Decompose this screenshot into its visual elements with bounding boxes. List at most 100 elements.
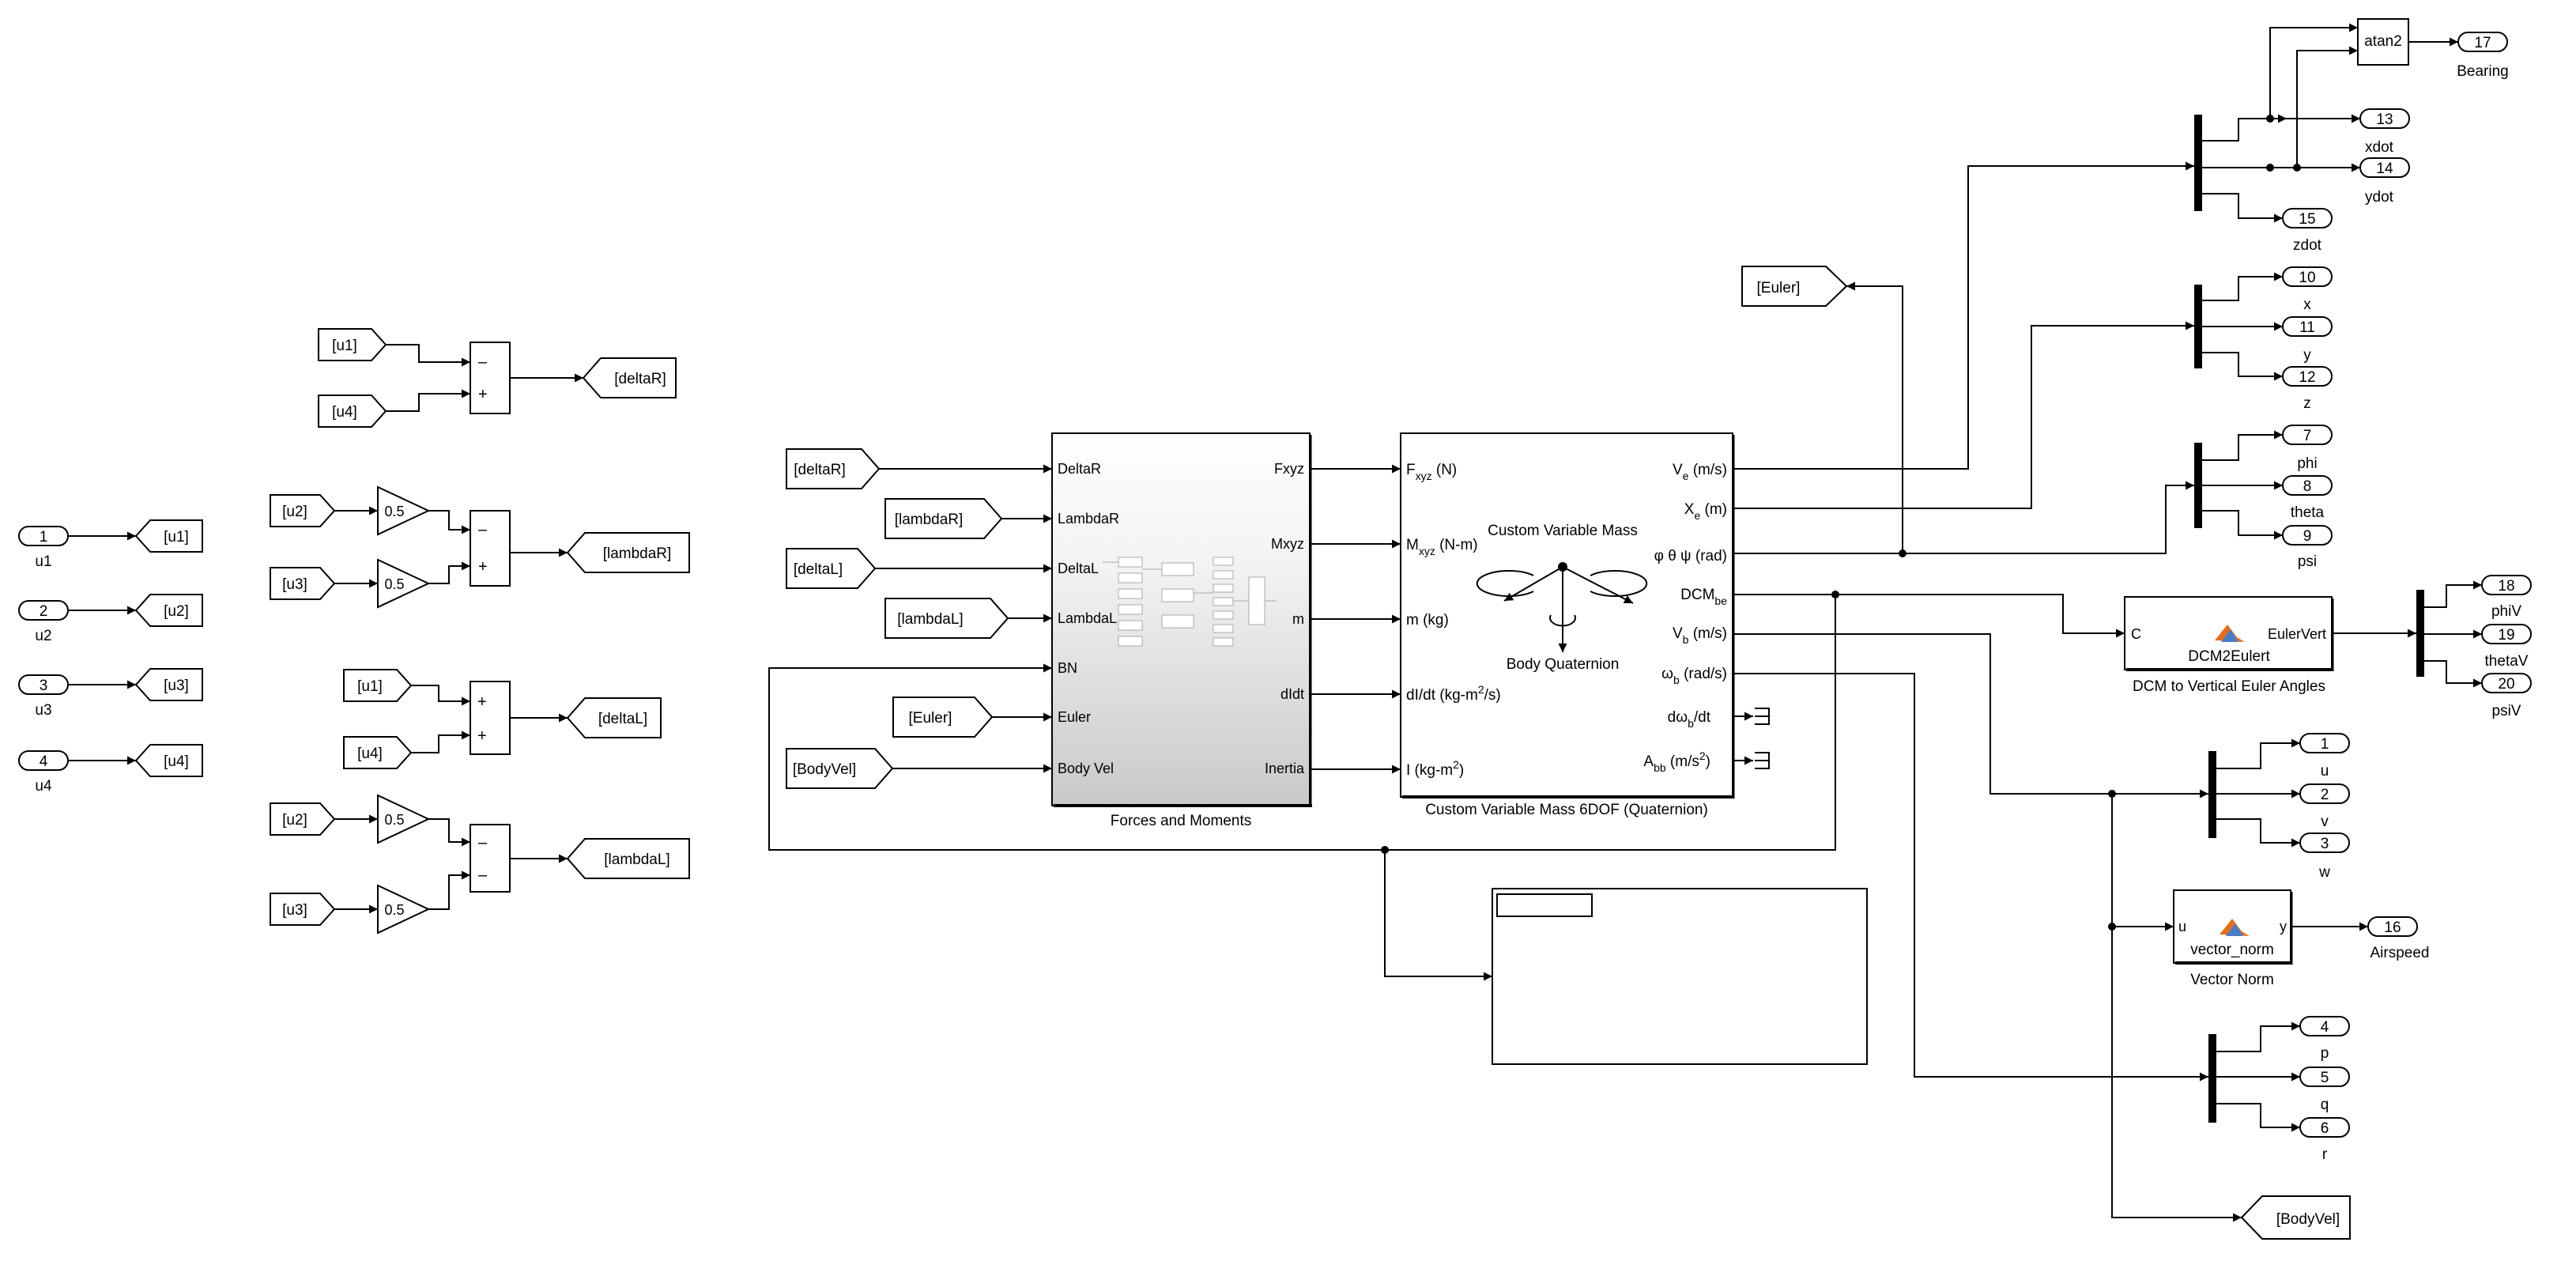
from-u3-b[interactable]: [u3] — [270, 893, 336, 926]
svg-text:2: 2 — [40, 603, 48, 620]
inport-u4[interactable]: 4 u4 — [18, 750, 69, 795]
from-u2-b[interactable]: [u2] — [270, 802, 336, 836]
vector-norm-block[interactable]: u y vector_norm — [2173, 889, 2293, 965]
outport-y[interactable]: 11 y — [2282, 316, 2333, 364]
inport-u3[interactable]: 3 u3 — [18, 674, 69, 719]
outport-w[interactable]: 3 w — [2299, 832, 2350, 881]
outport-phiv[interactable]: 18 phiV — [2481, 575, 2532, 620]
from-u1-b[interactable]: [u1] — [343, 669, 413, 702]
outport-v[interactable]: 2 v — [2299, 783, 2350, 830]
outport-u[interactable]: 1 u — [2299, 733, 2350, 780]
outport-zdot[interactable]: 15 zdot — [2282, 208, 2333, 254]
inport-u1[interactable]: 1 u1 — [18, 526, 69, 570]
svg-text:[deltaR]: [deltaR] — [614, 371, 666, 387]
icon-caption: Body Quaternion — [1507, 656, 1620, 673]
svg-text:Euler: Euler — [1058, 709, 1091, 725]
mux-ve[interactable] — [2194, 115, 2202, 211]
svg-text:C: C — [2131, 626, 2141, 642]
svg-text:0.5: 0.5 — [384, 504, 404, 519]
svg-text:[u4]: [u4] — [357, 746, 383, 762]
svg-text:DeltaR: DeltaR — [1058, 461, 1101, 477]
svg-text:[lambdaR]: [lambdaR] — [603, 546, 672, 562]
goto-euler[interactable]: [Euler] — [1741, 266, 1848, 307]
sum-lambdaL[interactable]: – – — [470, 824, 511, 893]
goto-u2[interactable]: [u2] — [134, 594, 203, 627]
svg-text:x: x — [2303, 296, 2311, 313]
goto-deltaR[interactable]: [deltaR] — [582, 357, 677, 398]
svg-text:9: 9 — [2303, 528, 2312, 545]
from-u1-a[interactable]: [u1] — [318, 328, 387, 361]
inport-u2[interactable]: 2 u2 — [18, 600, 69, 644]
goto-u4[interactable]: [u4] — [134, 744, 203, 777]
terminator-abb[interactable] — [1733, 752, 1770, 769]
svg-text:3: 3 — [2321, 836, 2329, 852]
svg-text:m: m — [1292, 611, 1304, 627]
sum-deltaR[interactable]: – + — [470, 342, 511, 414]
outport-theta[interactable]: 8 theta — [2282, 475, 2333, 521]
outport-ydot[interactable]: 14 ydot — [2359, 157, 2410, 206]
outport-z[interactable]: 12 z — [2282, 366, 2333, 412]
norm-block-caption: Vector Norm — [2190, 972, 2274, 988]
gain-lambdaL-1[interactable]: 0.5 — [377, 794, 431, 844]
svg-text:xdot: xdot — [2365, 139, 2394, 156]
from-u4-b[interactable]: [u4] — [343, 736, 413, 769]
forces-and-moments-block[interactable]: DeltaR LambdaR DeltaL LambdaL BN Euler B… — [1051, 432, 1312, 807]
terminator-domega[interactable] — [1733, 708, 1770, 725]
goto-u3[interactable]: [u3] — [134, 668, 203, 701]
svg-text:10: 10 — [2299, 270, 2315, 286]
svg-text:dI/dt (kg-m2/s): dI/dt (kg-m2/s) — [1406, 683, 1501, 704]
goto-lambdaR[interactable]: [lambdaR] — [566, 532, 690, 573]
dcm2eulert-block[interactable]: C EulerVert DCM2Eulert — [2124, 596, 2334, 671]
mux-vb[interactable] — [2208, 751, 2216, 838]
gain-lambdaR-2[interactable]: 0.5 — [377, 558, 431, 609]
svg-text:EulerVert: EulerVert — [2268, 626, 2326, 642]
mux-eulervert[interactable] — [2416, 590, 2424, 677]
outport-phi[interactable]: 7 phi — [2282, 425, 2333, 472]
outport-bearing[interactable]: 17 Bearing — [2457, 32, 2509, 80]
from-u4-a[interactable]: [u4] — [318, 395, 387, 428]
svg-text:BN: BN — [1058, 660, 1077, 676]
outport-x[interactable]: 10 x — [2282, 266, 2333, 313]
svg-text:u2: u2 — [35, 628, 51, 644]
outport-psi[interactable]: 9 psi — [2282, 525, 2333, 570]
from-euler-a[interactable]: [Euler] — [892, 697, 994, 738]
svg-text:[deltaL]: [deltaL] — [598, 711, 647, 727]
goto-deltaL[interactable]: [deltaL] — [566, 697, 662, 738]
from-deltaL[interactable]: [deltaL] — [786, 548, 877, 589]
svg-text:dωb/dt: dωb/dt — [1668, 709, 1711, 730]
gain-lambdaR-1[interactable]: 0.5 — [377, 485, 431, 536]
mux-euler[interactable] — [2194, 443, 2202, 528]
outport-xdot[interactable]: 13 xdot — [2359, 108, 2410, 156]
svg-text:DCMbe: DCMbe — [1680, 587, 1727, 607]
goto-u1[interactable]: [u1] — [134, 519, 203, 553]
from-deltaR[interactable]: [deltaR] — [786, 448, 881, 489]
from-u3-a[interactable]: [u3] — [270, 567, 336, 600]
outport-airspeed[interactable]: 16 Airspeed — [2367, 916, 2430, 961]
from-lambdaL[interactable]: [lambdaL] — [884, 598, 1009, 639]
outport-r[interactable]: 6 r — [2299, 1117, 2350, 1163]
mux-xe[interactable] — [2194, 285, 2202, 368]
outport-thetav[interactable]: 19 thetaV — [2481, 624, 2532, 670]
goto-bodyvel[interactable]: [BodyVel] — [2240, 1195, 2351, 1240]
from-u2-a[interactable]: [u2] — [270, 494, 336, 527]
outport-p[interactable]: 4 p — [2299, 1016, 2350, 1062]
dcm-block-caption: DCM to Vertical Euler Angles — [2133, 678, 2325, 695]
atan2-block[interactable]: atan2 — [2357, 18, 2409, 66]
sum-deltaL[interactable]: + + — [470, 681, 511, 755]
goto-lambdaL[interactable]: [lambdaL] — [566, 838, 690, 879]
from-bodyvel[interactable]: [BodyVel] — [786, 748, 894, 789]
svg-text:–: – — [478, 834, 488, 851]
display-block[interactable] — [1492, 888, 1868, 1065]
mux-wb[interactable] — [2208, 1034, 2216, 1123]
outport-q[interactable]: 5 q — [2299, 1067, 2350, 1113]
gain-lambdaL-2[interactable]: 0.5 — [377, 884, 431, 934]
svg-text:+: + — [477, 727, 487, 745]
from-lambdaR[interactable]: [lambdaR] — [884, 498, 1003, 539]
svg-text:w: w — [2318, 864, 2330, 881]
svg-text:[deltaL]: [deltaL] — [794, 561, 843, 578]
sum-lambdaR[interactable]: – + — [470, 510, 511, 587]
svg-text:y: y — [2303, 347, 2311, 364]
svg-text:Fxyz (N): Fxyz (N) — [1406, 462, 1457, 482]
custom-variable-mass-6dof-block[interactable]: Fxyz (N) Mxyz (N-m) m (kg) dI/dt (kg-m2/… — [1400, 432, 1735, 799]
outport-psiv[interactable]: 20 psiV — [2481, 673, 2532, 719]
